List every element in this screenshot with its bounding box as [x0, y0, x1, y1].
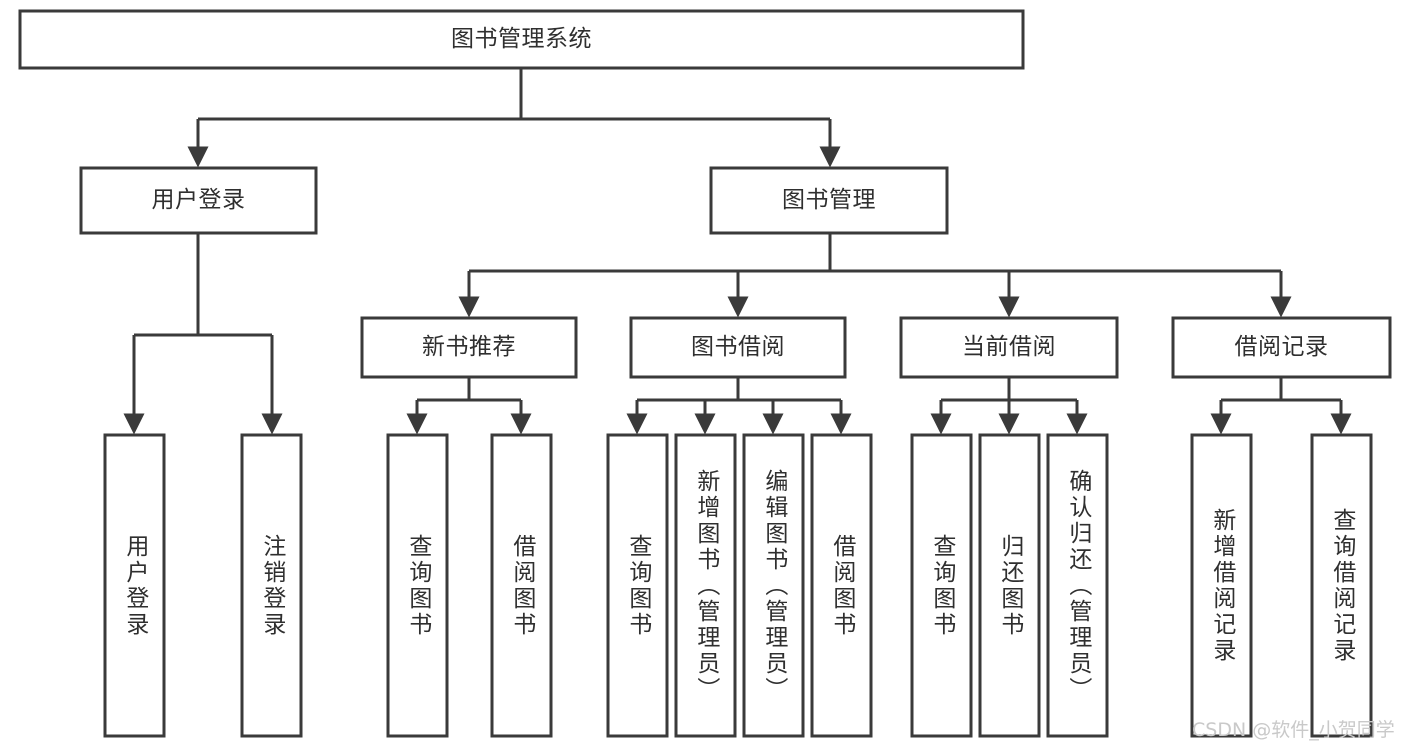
node-box-user-login[interactable]	[79, 166, 318, 235]
connector-group-borrow-record	[1210, 377, 1352, 435]
connector-group-current-borrow	[930, 377, 1088, 435]
node-box-leaf-new-book-1[interactable]	[490, 433, 553, 738]
node-box-leaf-current-borrow-1[interactable]	[978, 433, 1041, 738]
connector-group-user-login	[123, 233, 283, 435]
node-box-book-manage[interactable]	[709, 166, 949, 235]
connector-group-root	[187, 68, 841, 168]
node-box-leaf-current-borrow-2[interactable]	[1046, 433, 1109, 738]
connector-group-new-book	[406, 377, 532, 435]
node-box-new-book-recommend[interactable]	[360, 316, 578, 379]
connector-group-book-borrow	[626, 377, 852, 435]
node-box-leaf-book-borrow-0[interactable]	[606, 433, 669, 738]
node-box-leaf-borrow-record-1[interactable]	[1310, 433, 1373, 738]
connector-group-book-manage	[458, 233, 1292, 318]
node-box-leaf-user-login-0[interactable]	[103, 433, 166, 738]
node-box-borrow-record[interactable]	[1171, 316, 1392, 379]
node-box-leaf-user-login-1[interactable]	[240, 433, 303, 738]
node-box-leaf-book-borrow-3[interactable]	[810, 433, 873, 738]
node-box-leaf-current-borrow-0[interactable]	[910, 433, 973, 738]
node-box-leaf-borrow-record-0[interactable]	[1190, 433, 1253, 738]
node-box-leaf-book-borrow-1[interactable]	[674, 433, 737, 738]
node-box-current-borrow[interactable]	[899, 316, 1119, 379]
node-box-book-borrow[interactable]	[629, 316, 847, 379]
node-box-root[interactable]	[18, 9, 1025, 70]
node-box-leaf-new-book-0[interactable]	[386, 433, 449, 738]
node-box-leaf-book-borrow-2[interactable]	[742, 433, 805, 738]
